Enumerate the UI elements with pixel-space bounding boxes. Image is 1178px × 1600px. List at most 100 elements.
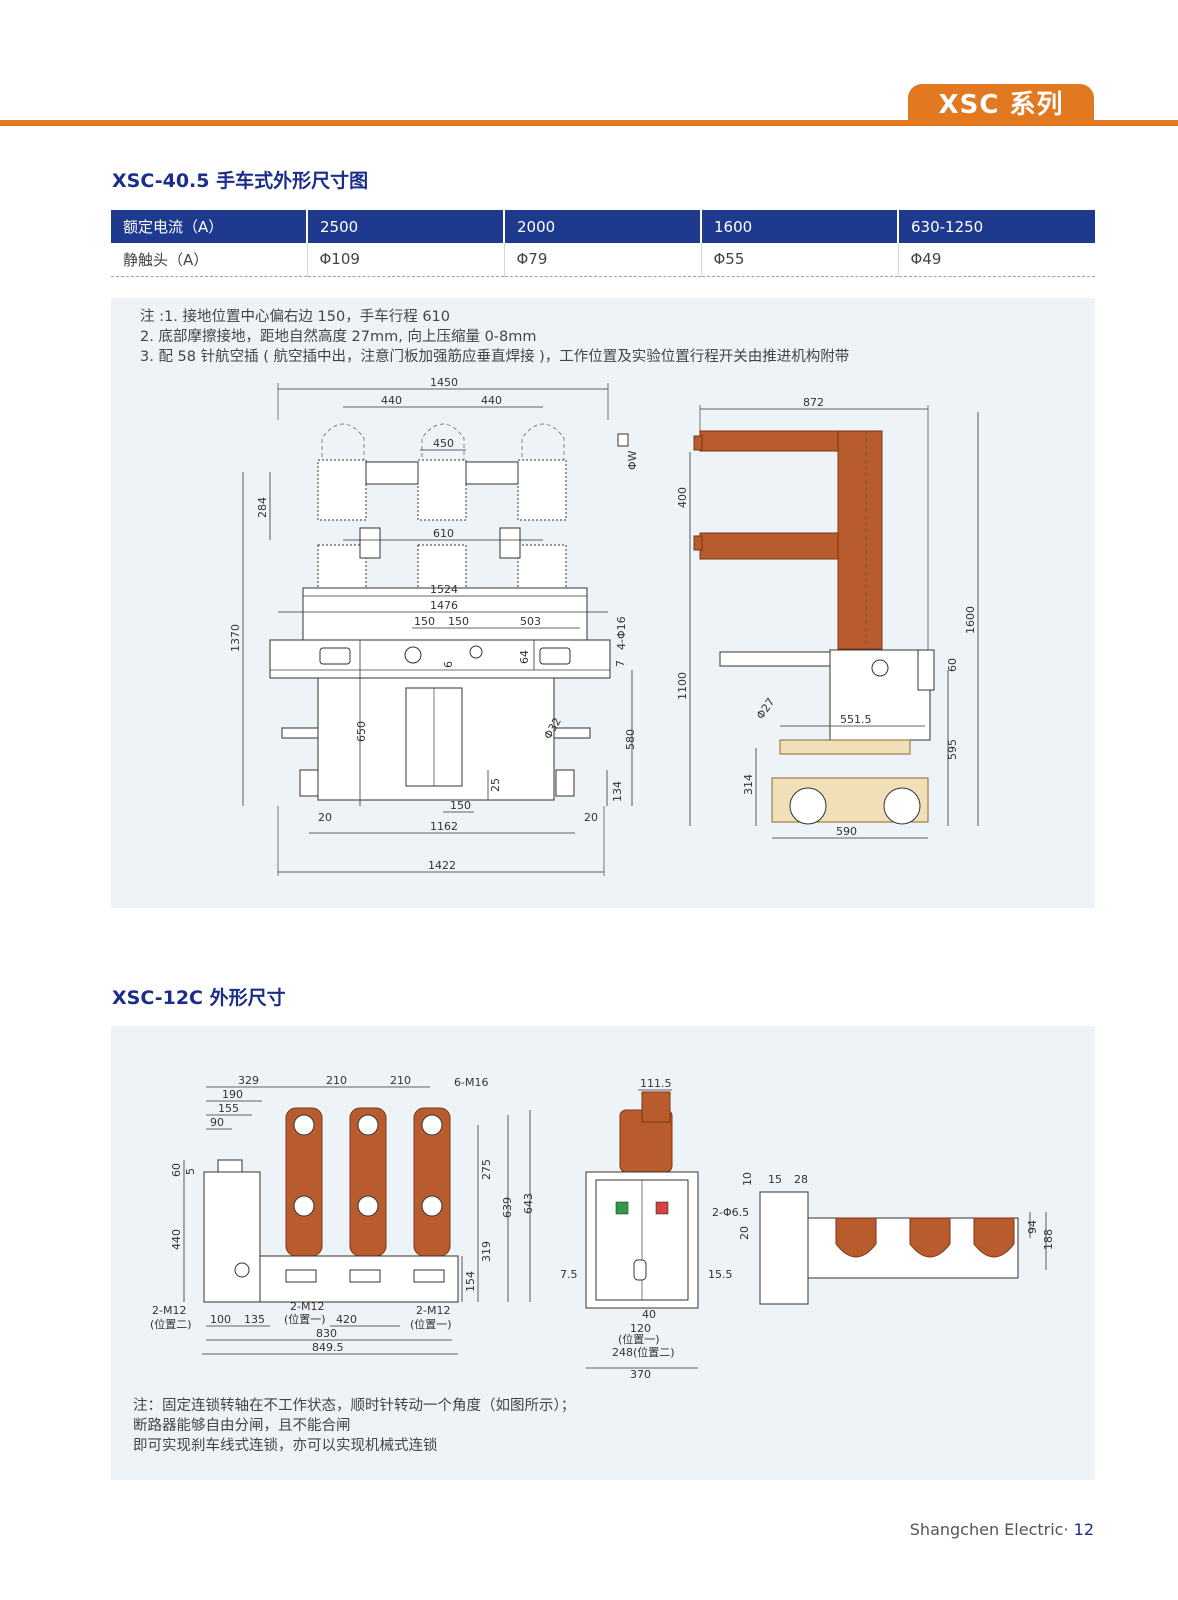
- front-view-12c: 329 210 210 6-M16 190 155 90 60 5 440 27…: [150, 1074, 535, 1355]
- dim-label: 15.5: [708, 1268, 733, 1281]
- dim-label: 1524: [430, 583, 458, 596]
- dim-label: 503: [520, 615, 541, 628]
- dim-label: 7.5: [560, 1268, 578, 1281]
- spec-header-cell: 2000: [504, 210, 702, 243]
- dim-label: 150: [448, 615, 469, 628]
- spec-cell: 静触头（A）: [111, 243, 308, 277]
- dim-label: 329: [238, 1074, 259, 1087]
- dim-label: 1162: [430, 820, 458, 833]
- dim-label: 643: [522, 1193, 535, 1214]
- spec-header-cell: 630-1250: [898, 210, 1095, 243]
- spec-cell: Φ109: [307, 243, 505, 277]
- dim-label: 830: [316, 1327, 337, 1340]
- dim-label: 154: [464, 1271, 477, 1292]
- dim-label: 28: [794, 1173, 808, 1186]
- dim-label: 849.5: [312, 1341, 344, 1354]
- note-line: 2. 底部摩擦接地，距地自然高度 27mm, 向上压缩量 0-8mm: [140, 329, 537, 345]
- top-view-12c: 10 15 28 2-Φ6.5 20 94 188: [712, 1172, 1055, 1305]
- dim-label: 100: [210, 1313, 231, 1326]
- dim-label: 134: [611, 781, 624, 802]
- side-view-40-5: 872 400 1100 1600 60 Φ27 551.5 595 314 5…: [676, 396, 979, 839]
- dim-label: 580: [624, 729, 637, 750]
- dim-label: 111.5: [640, 1077, 672, 1090]
- pole-column: [837, 430, 883, 650]
- spec-header-cell: 1600: [701, 210, 899, 243]
- dim-label: 210: [390, 1074, 411, 1087]
- dim-label: 440: [170, 1229, 183, 1250]
- dim-label: 1450: [430, 376, 458, 389]
- dim-label: 5: [184, 1168, 197, 1175]
- dim-label: 450: [433, 437, 454, 450]
- dim-label: 248(位置二): [612, 1345, 675, 1359]
- dim-label: 420: [336, 1313, 357, 1326]
- spec-header-row: 额定电流（A） 2500 2000 1600 630-1250: [111, 210, 1095, 243]
- dim-label: 610: [433, 527, 454, 540]
- section2-notes: 注：固定连锁转轴在不工作状态，顺时针转动一个角度（如图所示）； 断路器能够自由分…: [133, 1396, 575, 1456]
- dim-label: 190: [222, 1088, 243, 1101]
- note-line: 即可实现刹车线式连锁，亦可以实现机械式连锁: [133, 1438, 438, 1454]
- side-view-12c: 111.5 7.5 15.5 40 120 (位置一) 248(位置二) 370: [560, 1077, 733, 1381]
- spec-table: 额定电流（A） 2500 2000 1600 630-1250 静触头（A） Φ…: [111, 210, 1095, 277]
- dim-label: 135: [244, 1313, 265, 1326]
- dim-label: 94: [1026, 1220, 1039, 1234]
- spec-cell: Φ79: [504, 243, 702, 277]
- series-tab: XSC 系列: [908, 84, 1094, 126]
- page-number: 12: [1073, 1520, 1094, 1539]
- note-line: 断路器能够自由分闸，且不能合闸: [133, 1418, 351, 1434]
- note-line: 注 :1. 接地位置中心偏右边 150，手车行程 610: [140, 309, 451, 325]
- dim-label: 120: [630, 1322, 651, 1335]
- dim-label: 150: [450, 799, 471, 812]
- spec-cell: Φ49: [898, 243, 1095, 277]
- dim-label: 20: [584, 811, 598, 824]
- spec-header-cell: 2500: [307, 210, 505, 243]
- dim-label: 275: [480, 1159, 493, 1180]
- dim-label: 2-Φ6.5: [712, 1206, 749, 1219]
- dim-label: 60: [170, 1163, 183, 1177]
- section1-notes: 注 :1. 接地位置中心偏右边 150，手车行程 610 2. 底部摩擦接地，距…: [140, 307, 849, 367]
- footer-company: Shangchen Electric·: [909, 1520, 1069, 1539]
- dim-label: 440: [381, 394, 402, 407]
- dim-label: 6: [442, 661, 455, 668]
- dim-label: 650: [355, 721, 368, 742]
- dim-label: 2-M12: [152, 1304, 186, 1317]
- dim-label: (位置一): [410, 1317, 452, 1331]
- dim-label: 20: [318, 811, 332, 824]
- front-view-40-5: 1450 440 440 450 284 610 15: [229, 376, 639, 876]
- bottom-arm: [779, 739, 911, 755]
- dim-label: 64: [518, 650, 531, 664]
- lower-arm: [699, 532, 841, 560]
- section1-title: XSC-40.5 手车式外形尺寸图: [112, 170, 369, 192]
- section2-title: XSC-12C 外形尺寸: [112, 987, 286, 1009]
- dim-label: (位置一): [284, 1312, 326, 1326]
- dim-label: (位置一): [618, 1332, 660, 1346]
- dim-label: 90: [210, 1116, 224, 1129]
- dim-label: ΦW: [626, 450, 639, 470]
- dim-label: 15: [768, 1173, 782, 1186]
- dim-label: 1100: [676, 672, 689, 700]
- dim-label: 6-M16: [454, 1076, 488, 1089]
- dim-label: 150: [414, 615, 435, 628]
- spec-cell: Φ55: [701, 243, 899, 277]
- dim-label: 1422: [428, 859, 456, 872]
- dim-label: 551.5: [840, 713, 872, 726]
- note-line: 3. 配 58 针航空插 ( 航空插中出，注意门板加强筋应垂直焊接 )，工作位置…: [140, 349, 850, 365]
- dim-label: (位置二): [150, 1317, 192, 1331]
- dim-label: 370: [630, 1368, 651, 1381]
- dim-label: 1600: [964, 606, 977, 634]
- dim-label: 440: [481, 394, 502, 407]
- dim-label: 210: [326, 1074, 347, 1087]
- dim-label: 595: [946, 739, 959, 760]
- dim-label: 60: [946, 658, 959, 672]
- vacuum-bottles: [317, 423, 567, 589]
- dim-label: 639: [501, 1197, 514, 1218]
- dim-label: 188: [1042, 1229, 1055, 1250]
- dim-label: 872: [803, 396, 824, 409]
- dim-label: 1370: [229, 624, 242, 652]
- dim-label: 155: [218, 1102, 239, 1115]
- dim-label: 25: [489, 778, 502, 792]
- dim-label: 1476: [430, 599, 458, 612]
- note-line: 注：固定连锁转轴在不工作状态，顺时针转动一个角度（如图所示）；: [133, 1398, 576, 1414]
- dim-label: 2-M12: [416, 1304, 450, 1317]
